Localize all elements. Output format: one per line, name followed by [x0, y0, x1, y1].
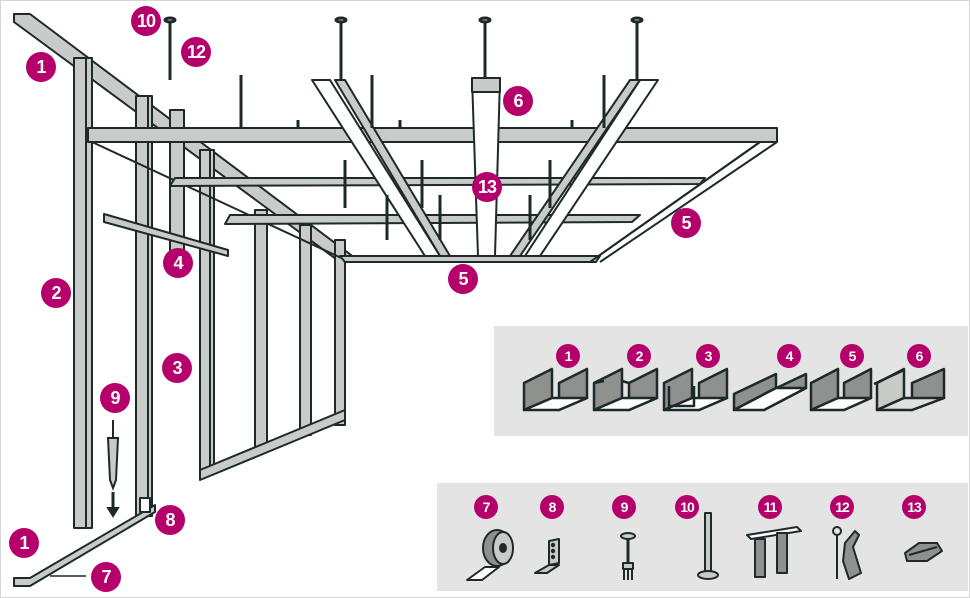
- sealing-tape-icon: [466, 529, 514, 581]
- ceiling-channel-profile-icon: [873, 367, 946, 412]
- stud-2: [73, 57, 93, 529]
- c-stud-profile-icon: [592, 367, 659, 412]
- callout-9: 9: [100, 383, 130, 413]
- callout-5-right: 5: [671, 208, 701, 238]
- callout-1-top: 1: [26, 52, 56, 82]
- hanger-rods: [163, 16, 644, 240]
- callout-5-bottom: 5: [448, 264, 478, 294]
- direct-hanger-icon: [746, 526, 802, 578]
- accessory-11-badge: 11: [758, 495, 782, 519]
- callout-4: 4: [163, 248, 193, 278]
- profiles-legend-panel: 1 2 3 4 5 6: [494, 326, 968, 436]
- accessories-legend-panel: 7 8 9 10 11 12 13: [437, 483, 968, 591]
- profile-5-badge: 5: [840, 344, 864, 368]
- profile-1-badge: 1: [556, 344, 580, 368]
- accessory-9-badge: 9: [612, 495, 636, 519]
- callout-7: 7: [91, 562, 121, 592]
- accessory-10-badge: 10: [675, 495, 699, 519]
- accessory-7-badge: 7: [474, 495, 498, 519]
- callout-2: 2: [41, 278, 71, 308]
- nail-anchor-icon: [620, 532, 636, 580]
- ceiling-track-profile-icon: [809, 367, 873, 412]
- accessory-8-badge: 8: [540, 495, 564, 519]
- u-track-profile-icon: [522, 367, 589, 412]
- profiles-legend-drawings: [522, 367, 946, 412]
- ceiling-anchor-icon: [697, 512, 719, 580]
- stud-3: [135, 95, 153, 517]
- profile-2-badge: 2: [627, 344, 651, 368]
- anchor-9-illustration: [106, 420, 120, 518]
- accessories-legend-drawings: [466, 512, 943, 581]
- callout-3: 3: [162, 353, 192, 383]
- ceiling-front-beam: [87, 127, 778, 143]
- reinforced-stud-profile-icon: [662, 367, 729, 412]
- callout-1-bottom: 1: [9, 528, 39, 558]
- accessory-12-badge: 12: [830, 495, 854, 519]
- cross-connector-icon: [904, 542, 943, 562]
- accessory-13-badge: 13: [902, 495, 926, 519]
- callout-13: 13: [472, 172, 502, 202]
- channel-4: [103, 213, 229, 257]
- wire-hanger-icon: [832, 526, 862, 580]
- profile-4-badge: 4: [777, 344, 801, 368]
- callout-8: 8: [155, 505, 185, 535]
- wide-channel-profile-icon: [732, 372, 808, 412]
- profile-6-badge: 6: [907, 344, 931, 368]
- callout-12: 12: [181, 37, 211, 67]
- bottom-track: [13, 504, 156, 587]
- angle-bracket-icon: [534, 538, 560, 574]
- profile-3-badge: 3: [696, 344, 720, 368]
- callout-6: 6: [503, 86, 533, 116]
- callout-10: 10: [131, 6, 161, 36]
